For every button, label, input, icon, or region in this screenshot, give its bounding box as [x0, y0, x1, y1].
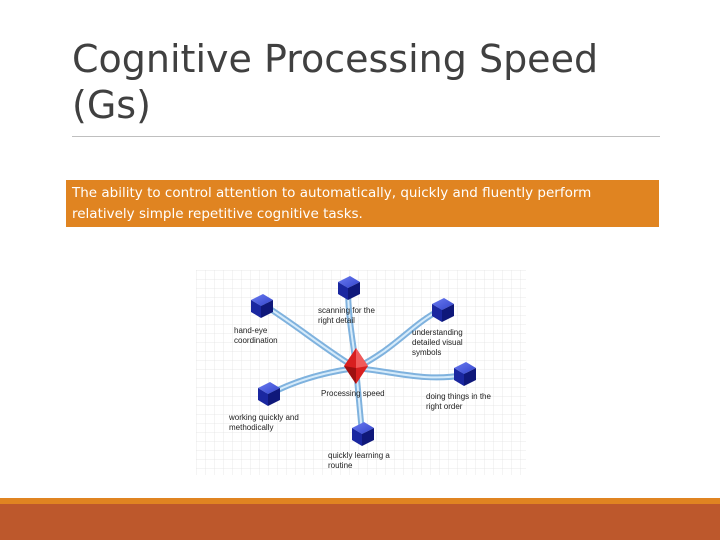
- label-order: doing things in the right order: [426, 392, 491, 411]
- cube-icon: [454, 362, 476, 386]
- definition-box: The ability to control attention to auto…: [66, 180, 659, 227]
- processing-speed-diagram: hand-eye coordination scanning for the r…: [196, 270, 526, 475]
- label-understanding: understanding detailed visual symbols: [412, 328, 463, 357]
- cube-icon: [352, 422, 374, 446]
- footer-band: [0, 504, 720, 540]
- slide-title: Cognitive Processing Speed (Gs): [72, 37, 599, 127]
- label-routine: quickly learning a routine: [328, 451, 390, 470]
- cube-icons: [251, 276, 476, 446]
- label-methodically: working quickly and methodically: [229, 413, 299, 432]
- cube-icon: [258, 382, 280, 406]
- label-center: Processing speed: [321, 389, 385, 398]
- title-divider: [72, 136, 660, 137]
- diagram-graphic: [196, 270, 526, 475]
- red-diamond-icon: [344, 348, 368, 384]
- label-scanning: scanning for the right detail: [318, 306, 375, 325]
- cube-icon: [432, 298, 454, 322]
- footer-accent-line: [0, 498, 720, 504]
- cube-icon: [338, 276, 360, 300]
- label-hand-eye: hand-eye coordination: [234, 326, 278, 345]
- cube-icon: [251, 294, 273, 318]
